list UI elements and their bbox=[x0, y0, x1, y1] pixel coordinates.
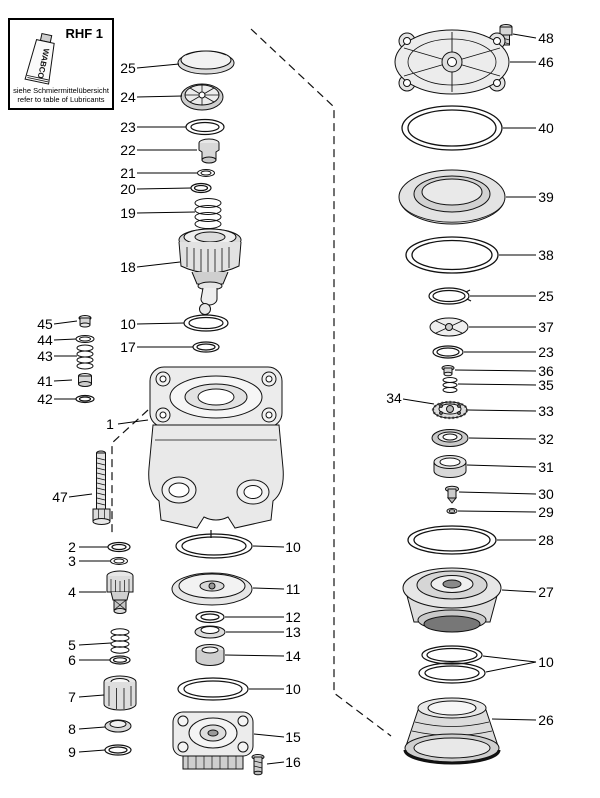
leader-line-24 bbox=[136, 95, 183, 98]
part-9-o-ring bbox=[104, 744, 132, 756]
part-41-valve-piece bbox=[78, 373, 92, 387]
part-3-washer bbox=[110, 557, 128, 565]
leader-line-29 bbox=[457, 510, 537, 513]
part-29-small-ring bbox=[446, 508, 458, 514]
part-20-ring bbox=[190, 182, 212, 194]
leader-line-32 bbox=[468, 437, 537, 440]
part-14-cap bbox=[195, 644, 225, 666]
assembly-dashed-lines bbox=[111, 28, 392, 737]
leader-line-26 bbox=[491, 718, 537, 721]
part-15-bottom-cover bbox=[172, 711, 254, 770]
part-43-spring bbox=[76, 344, 94, 370]
leader-line-35 bbox=[457, 383, 537, 386]
leader-line-10 bbox=[482, 655, 537, 663]
leader-line-10 bbox=[136, 322, 185, 325]
part-35-spring bbox=[442, 377, 458, 393]
part-13-spacer-ring bbox=[194, 625, 226, 639]
part-17-ring bbox=[192, 341, 220, 353]
leader-line-19 bbox=[136, 211, 196, 214]
part-22-valve-insert bbox=[198, 138, 220, 164]
leader-line-48 bbox=[512, 33, 537, 39]
part-31-bushing bbox=[433, 455, 467, 478]
leader-line-1 bbox=[117, 419, 149, 425]
leader-line-36 bbox=[454, 369, 537, 372]
part-4-piston bbox=[106, 570, 134, 614]
dashed-line-left bbox=[111, 409, 149, 537]
leader-line-41 bbox=[53, 379, 73, 382]
leader-line-44 bbox=[53, 338, 77, 341]
leader-line-7 bbox=[78, 694, 105, 698]
leader-line-10 bbox=[252, 545, 285, 548]
leader-line-30 bbox=[458, 491, 537, 495]
part-26-rubber-boot bbox=[403, 697, 501, 765]
leader-line-45 bbox=[53, 320, 78, 325]
part-5-spring bbox=[110, 628, 130, 654]
part-27-piston-assembly bbox=[402, 567, 502, 633]
part-33-valve-insert bbox=[431, 400, 469, 420]
part-10-o-ring-center-top bbox=[175, 533, 253, 559]
part-11-piston-disc bbox=[171, 572, 253, 606]
part-37-spider-guide bbox=[429, 317, 469, 337]
leader-line-9 bbox=[78, 749, 106, 753]
part-8-valve-disc bbox=[104, 719, 132, 733]
leader-line-34 bbox=[402, 398, 435, 405]
part-46-top-cover bbox=[394, 29, 510, 95]
part-21-washer bbox=[197, 169, 215, 177]
leader-line-25 bbox=[136, 63, 180, 69]
leader-line-33 bbox=[467, 409, 537, 412]
part-28-o-ring bbox=[407, 525, 497, 555]
leader-line-10 bbox=[485, 661, 537, 673]
part-12-washer bbox=[195, 610, 225, 624]
part-19-spring bbox=[194, 198, 222, 229]
leader-line-15 bbox=[253, 733, 285, 738]
part-47-bolt bbox=[92, 450, 111, 525]
leader-line-14 bbox=[224, 654, 285, 657]
part-24-knurled-cap bbox=[180, 83, 224, 111]
leader-line-47 bbox=[68, 493, 93, 498]
part-1-valve-body bbox=[148, 366, 284, 529]
dashed-line-main bbox=[250, 28, 392, 737]
part-38-o-ring bbox=[405, 236, 499, 274]
part-40-o-ring bbox=[401, 105, 503, 151]
part-10-o-ring-left bbox=[183, 314, 229, 332]
part-18-upper-housing bbox=[178, 228, 242, 315]
leader-line-8 bbox=[78, 726, 106, 730]
part-10-rings-right bbox=[418, 645, 486, 684]
part-16-screw bbox=[251, 754, 265, 776]
part-6-ring bbox=[109, 655, 131, 665]
part-39-diaphragm-piston bbox=[398, 169, 506, 225]
part-36-valve-seat bbox=[441, 365, 455, 377]
legend-note: siehe Schmiermittelübersicht refer to ta… bbox=[10, 86, 112, 106]
part-25-snap-ring bbox=[428, 287, 472, 305]
part-23-o-ring-right bbox=[432, 345, 464, 359]
leader-line-11 bbox=[252, 587, 285, 590]
leader-line-20 bbox=[136, 187, 192, 190]
leader-line-27 bbox=[501, 589, 537, 593]
leader-line-5 bbox=[78, 642, 112, 646]
part-42-o-ring bbox=[75, 394, 95, 404]
part-44-washer bbox=[75, 335, 95, 343]
leader-line-31 bbox=[466, 464, 537, 468]
part-32-seal-ring bbox=[431, 429, 469, 447]
legend-title: RHF 1 bbox=[65, 26, 103, 41]
part-30-valve-stem bbox=[445, 485, 459, 504]
leader-line-18 bbox=[136, 261, 181, 268]
leader-line-16 bbox=[266, 761, 285, 765]
part-10-o-ring-center-bottom bbox=[177, 677, 249, 701]
grease-tube-icon: WABCO bbox=[24, 32, 55, 85]
part-25-cover-plate bbox=[177, 50, 235, 75]
leader-lines bbox=[53, 33, 537, 765]
lubricant-legend-box: RHF 1 WABCO siehe Schmiermittelübersicht… bbox=[8, 18, 114, 110]
legend-note-de: siehe Schmiermittelübersicht bbox=[13, 85, 109, 95]
legend-note-en: refer to table of Lubricants bbox=[17, 95, 105, 105]
part-45-cap-nut bbox=[78, 315, 92, 328]
part-23-o-ring bbox=[185, 118, 225, 136]
part-2-ring bbox=[107, 541, 131, 553]
part-7-valve-cage bbox=[103, 675, 137, 711]
